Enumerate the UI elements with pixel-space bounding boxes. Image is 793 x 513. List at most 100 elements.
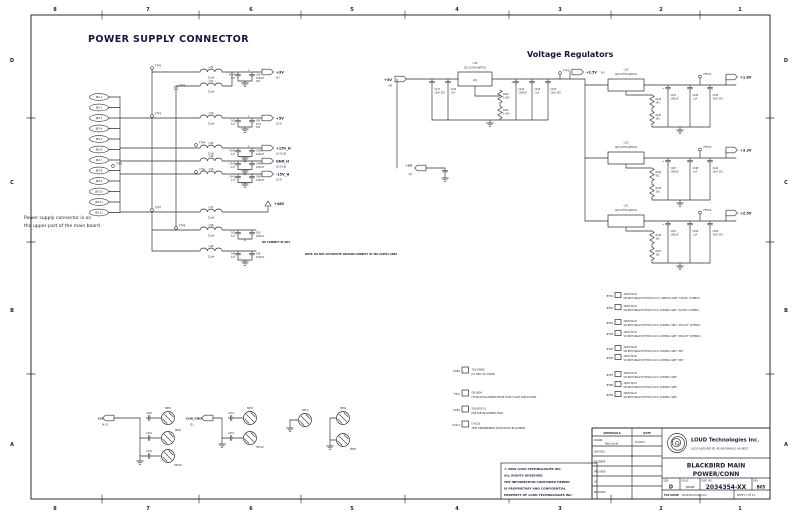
inductor-ref: L31	[209, 79, 214, 83]
polarity-plus: +	[662, 86, 664, 90]
ground-icon	[326, 445, 334, 450]
regulator-u15: U15 AZ1117EH-ADJTRG1 R442 243 R443 150 +…	[584, 69, 752, 134]
res-ref: R441	[503, 109, 509, 112]
connector-pin: JB2-12	[89, 208, 109, 217]
resistor-icon	[649, 246, 655, 261]
zone-col: 4	[455, 506, 459, 512]
res-value: 301	[656, 237, 661, 240]
cap-ref: C449	[713, 167, 719, 170]
button-item: BTN6 2000759-06 SW RECTANGLE BUTTON 9.0m…	[607, 354, 684, 362]
testpoint-icon	[698, 74, 702, 79]
btn-pn: 2000759-05	[624, 320, 638, 323]
ground-icon	[676, 202, 684, 207]
capacitor-icon	[145, 452, 153, 460]
capacitor-icon	[234, 160, 242, 168]
btn-desc: SW RECTANGLE BUTTON 9.0mm CONTROL GREY	[624, 396, 678, 399]
regulator-u21: U21 AZ1117EH-ADJTRG1 R446 301 R447 150 +…	[584, 205, 752, 270]
cap-value: 10uF 25V	[435, 91, 446, 94]
ic-ref: U20	[624, 142, 629, 145]
capacitor-icon	[664, 157, 672, 165]
capacitor-icon	[145, 414, 153, 422]
dwg-no-value: 2034354-XX	[706, 484, 747, 491]
approvals-table: APPROVALS DATE DRAWN Matt Carvell 5/4/20…	[594, 431, 651, 494]
capacitor-icon	[248, 173, 256, 181]
cap-value: .1uF	[693, 97, 698, 100]
bom-checkbox	[461, 366, 469, 374]
cap-value: 2200uF	[256, 179, 265, 182]
btn-desc: SW RECTANGLE BUTTON 9.0mm CONTROL GREY	[624, 386, 678, 389]
inductor-icon	[199, 247, 223, 252]
copyright-line: PROPERTY OF LOUD TECHNOLOGIES INC.	[504, 493, 573, 497]
regulator-ic	[607, 151, 645, 165]
capacitor-icon	[234, 117, 242, 125]
file-sheet-row: FILE NAME: 2034354-XX-B05.sch SHEET 1 OF…	[664, 494, 755, 497]
pin-label: JB2-6	[95, 149, 103, 152]
btn-checkbox	[614, 292, 622, 298]
capacitor-icon	[145, 434, 153, 442]
capacitor-icon	[528, 78, 536, 86]
testpoint-icon	[698, 210, 702, 215]
mounting-hole-icon	[298, 413, 312, 427]
inductor-value: 22uH	[208, 91, 215, 94]
file-name-value: 2034354-XX-B05.sch	[682, 494, 707, 497]
company-logo: LOUD Technologies Inc. 16220 WOOD-RED RD…	[667, 433, 759, 453]
testpoint-icon	[194, 170, 198, 174]
zone-row: D	[784, 58, 788, 64]
bom-item: FID1 GN 0854 FID MAIN BLACKBIRD EDGE HOL…	[454, 389, 537, 399]
capacitor-icon	[234, 71, 242, 79]
res-value: 150	[656, 117, 661, 120]
net-label: +48V	[274, 202, 285, 206]
pin-label: JB2-8	[95, 170, 103, 173]
ground-icon	[676, 265, 684, 270]
hole-label: MH12	[256, 445, 264, 449]
btn-desc: SW RECTANGLE BUTTON 9.0mm CONTROL GREY "…	[624, 350, 684, 353]
approval-row-label: RELEASED	[594, 491, 606, 494]
bom-checkbox	[461, 420, 469, 428]
connector-pin: JB2-1	[89, 93, 109, 101]
capacitor-icon	[248, 229, 256, 237]
res-value: 412	[656, 174, 661, 177]
btn-checkbox	[614, 371, 622, 377]
cap-value: .1uF	[230, 256, 235, 259]
cap-ref: C66	[256, 74, 261, 77]
copyright-line: © 2009 LOUD TECHNOLOGIES INC.	[504, 467, 562, 471]
btn-checkbox	[614, 381, 622, 387]
bom-ref: FID1	[454, 392, 460, 396]
button-item: BTN8 2000759-03 SW RECTANGLE BUTTON 9.0m…	[607, 381, 678, 389]
bom-item: DOC1 D-0110 TEST ENGINEERING STATION ID#…	[452, 420, 526, 430]
button-item: BTN3 2000759-05 SW RECTANGLE BUTTON 9.0m…	[607, 319, 701, 327]
net-flag-icon	[201, 414, 214, 422]
zone-col: 8	[53, 506, 57, 512]
rev-value: B05	[757, 485, 766, 490]
testpoint-icon	[111, 164, 115, 168]
company-address: 16220 WOOD-RED RD. NE WOODINVILLE, WA 98…	[691, 448, 749, 451]
cap-ref: C46	[231, 253, 236, 256]
cap-ref: C431	[228, 412, 234, 415]
btn-desc: SW RECTANGLE BUTTON 9.0mm CONTROL GREY "…	[624, 359, 684, 362]
cap-value: 10uF 25V	[551, 91, 562, 94]
resistor-icon	[649, 230, 655, 245]
capacitor-icon	[441, 167, 449, 175]
btn-ref: BTN4	[607, 333, 614, 336]
polarity-plus: +	[511, 80, 513, 84]
capacitor-icon	[664, 84, 672, 92]
inductor-icon	[199, 208, 223, 213]
ground-icon	[676, 129, 684, 134]
cap-value: .1uF	[535, 91, 540, 94]
zone-col: 3	[558, 7, 562, 13]
bom-ref: DOC1	[452, 423, 460, 427]
cap-value: 2200uF	[256, 235, 265, 238]
testpoint-label: FTP8	[179, 224, 186, 228]
resistor-icon	[497, 105, 503, 120]
cap-ref: C434	[228, 432, 234, 435]
connector-pin: JB2-6	[89, 145, 109, 154]
cap-ref: C457	[671, 230, 677, 233]
capacitor-icon	[248, 160, 256, 168]
cap-value: 1000uF	[671, 170, 680, 173]
net-flag-icon	[261, 68, 274, 76]
zone-col: 4	[455, 7, 459, 13]
zone-row: D	[10, 58, 14, 64]
testpoint-label: FTP11	[563, 69, 571, 73]
zone-col: 8	[53, 7, 57, 13]
cap-value: 2200uF	[256, 153, 265, 156]
